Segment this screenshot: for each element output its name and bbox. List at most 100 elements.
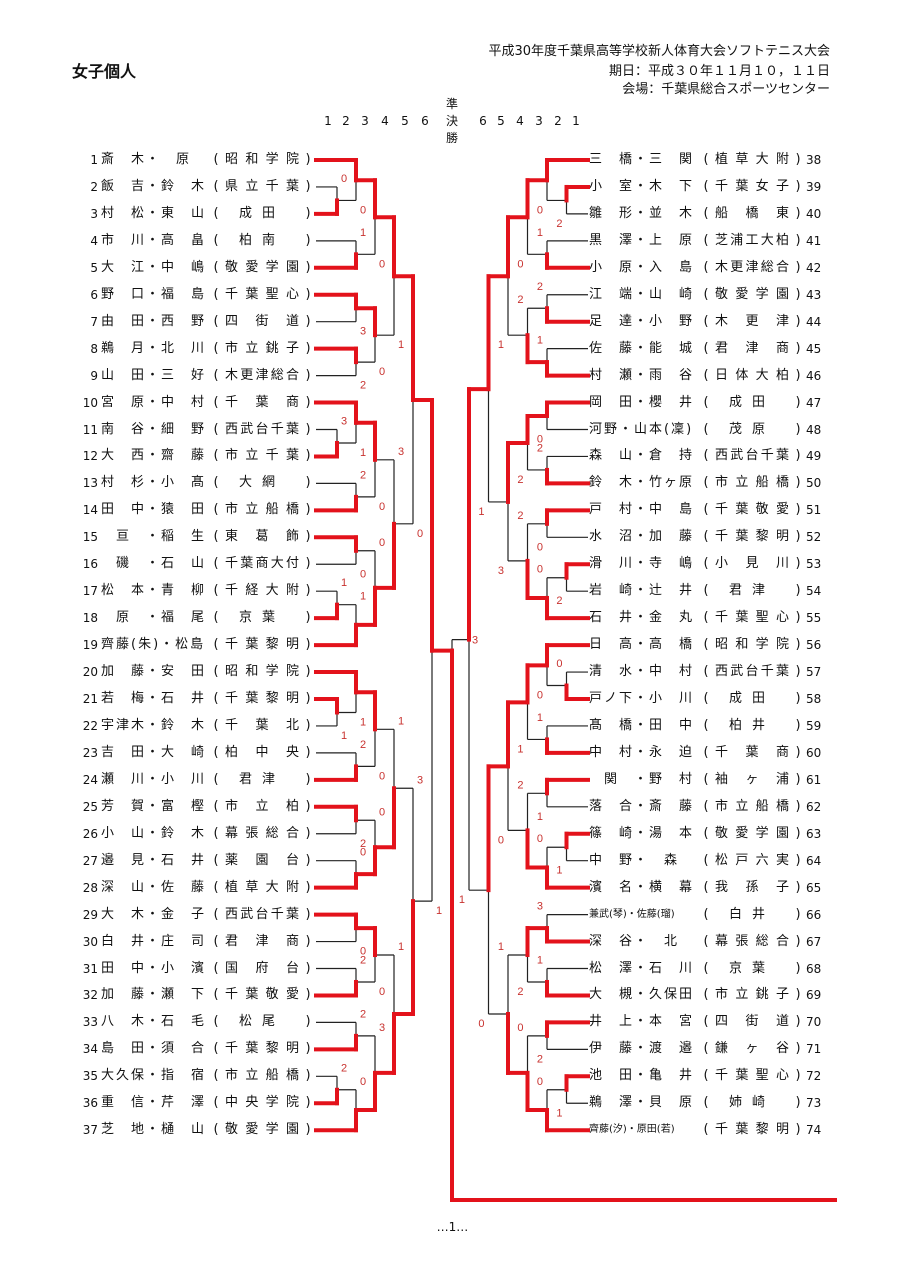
paren-open: ( [703,798,709,814]
entry-row: 小 室・木 下(千葉女子)39 [0,178,905,196]
paren-close: ) [795,610,801,626]
entry-row: 伊 藤・渡 邉(鎌ヶ谷)71 [0,1040,905,1058]
entry-number: 70 [806,1015,822,1030]
match-score: 1 [398,941,404,953]
school: (市立千葉) [212,447,312,465]
match-score: 0 [537,204,543,216]
school: (小見川) [702,555,802,573]
match-score: 1 [537,811,543,823]
player-names: 石 井・金 丸 [589,610,695,626]
entry-number: 57 [806,665,822,680]
school-name: 京葉 [238,610,285,626]
paren-close: ) [305,1122,311,1138]
school-name: 市立銚子 [225,340,299,356]
entry-row: 小 原・入 島(木更津総合)42 [0,259,905,277]
school-name: 千葉聖心 [225,286,299,302]
school: (千葉敬愛) [212,986,312,1004]
entry-row: 鈴 木・竹ヶ原(市立船橋)50 [0,474,905,492]
paren-open: ( [703,1122,709,1138]
player-names: 清 水・中 村 [589,664,695,680]
school: (四街道) [212,313,312,331]
match-score: 1 [360,716,366,728]
paren-open: ( [703,205,709,221]
match-score: 2 [537,1053,543,1065]
entry-number: 49 [806,449,822,464]
match-score: 0 [498,834,504,846]
match-score: 0 [379,537,385,549]
match-score: 3 [379,1022,385,1034]
entry-number: 47 [806,395,822,410]
paren-open: ( [703,475,709,491]
paren-open: ( [703,1068,709,1084]
entry-row: 三 橋・三 関(植草大附)38 [0,151,905,169]
entry-number: 54 [806,584,822,599]
player-names: 森 山・倉 持 [589,448,695,464]
school-name: 柏井 [728,717,775,733]
school-name: 昭和学院 [715,637,789,653]
player-names: 八 木・石 毛 [101,1014,207,1030]
player-names: 岡 田・櫻 井 [589,394,695,410]
match-score: 3 [360,326,366,338]
entry-number: 16 [82,557,98,572]
paren-open: ( [213,610,219,626]
school-name: 千葉黎明 [715,1122,789,1138]
entry-row: 15 亘 ・稲 生(東葛飾) [0,528,905,546]
school: (船橋東) [702,205,802,223]
paren-open: ( [213,852,219,868]
player-names: 雛 形・並 木 [589,205,695,221]
entry-number: 17 [82,584,98,599]
paren-close: ) [795,825,801,841]
school: (大網) [212,474,312,492]
paren-close: ) [795,556,801,572]
entry-number: 43 [806,287,822,302]
paren-open: ( [213,691,219,706]
match-score: 1 [537,712,543,724]
player-names: 鵜 月・北 川 [101,340,207,356]
school: (袖ヶ浦) [702,771,802,789]
school: (昭和学院) [212,151,312,169]
paren-open: ( [703,852,709,868]
paren-open: ( [213,394,219,410]
school: (植草大附) [212,879,312,897]
entry-number: 31 [82,961,98,976]
paren-open: ( [213,1014,219,1030]
paren-open: ( [213,798,219,814]
entry-number: 60 [806,745,822,760]
entry-row: 河野・山本(凜)(茂原)48 [0,421,905,439]
round-header-right: 3 [535,114,543,128]
player-names: 由 田・西 野 [101,313,207,329]
match-score: 1 [498,339,504,351]
entry-row: 齊藤(汐)・原田(若)(千葉黎明)74 [0,1121,905,1139]
entry-row: 黒 澤・上 原(芝浦工大柏)41 [0,232,905,250]
entry-row: 戸ノ下・小 川(成田)58 [0,690,905,708]
entry-number: 44 [806,314,822,329]
match-score: 0 [478,1018,484,1030]
paren-open: ( [213,529,219,545]
match-score: 2 [360,469,366,481]
player-names: 南 谷・細 野 [101,421,207,437]
match-score: 0 [556,658,562,670]
paren-open: ( [703,610,709,626]
tournament-name: 平成30年度千葉県高等学校新人体育大会ソフトテニス大会 [488,44,830,59]
entry-number: 59 [806,718,822,733]
player-names: 齊藤(朱)・松島 [101,637,206,653]
paren-open: ( [703,1095,709,1111]
school: ( 京葉) [212,609,312,627]
school: (茂原) [702,421,802,439]
paren-close: ) [305,556,311,572]
school: (千葉敬愛) [702,501,802,519]
entry-number: 25 [82,799,98,814]
paren-open: ( [703,502,709,518]
paren-close: ) [305,610,311,626]
paren-open: ( [703,987,709,1003]
paren-open: ( [703,340,709,356]
paren-close: ) [795,232,801,248]
match-score: 0 [360,1076,366,1088]
match-score: 1 [556,865,562,877]
